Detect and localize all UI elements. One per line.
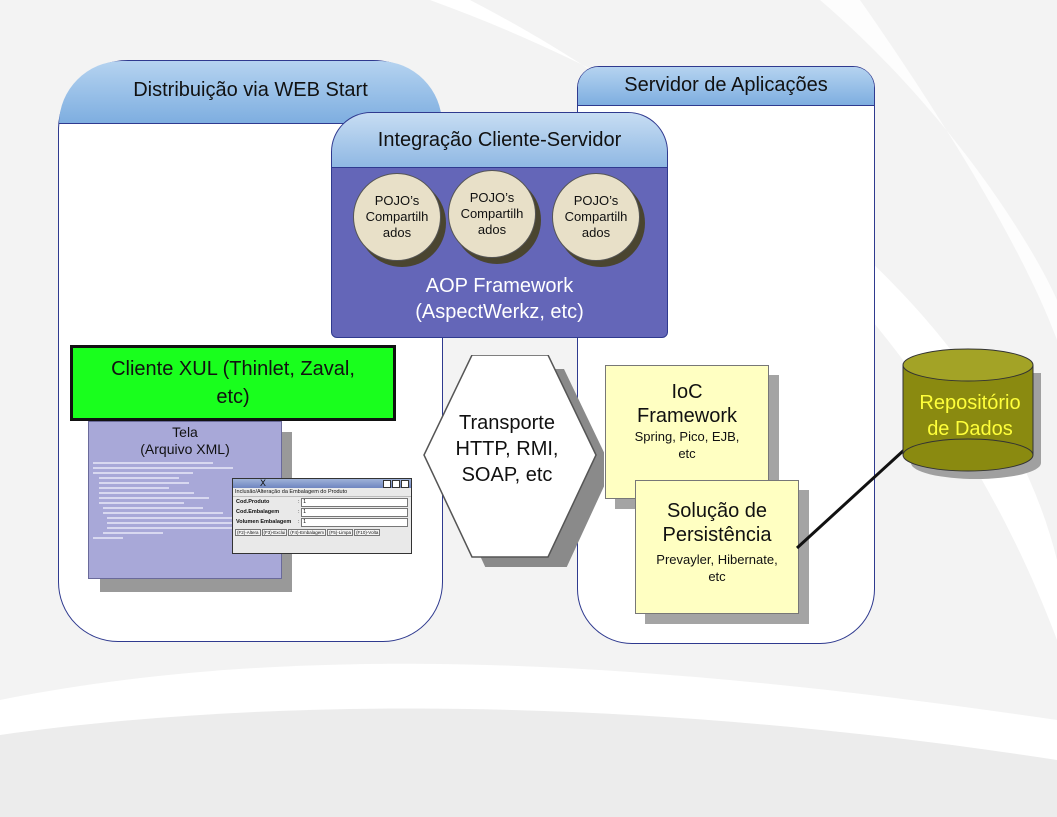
ioc-framework-box: IoC Framework Spring, Pico, EJB, etc [605,365,769,499]
transport-double-arrow [423,355,604,567]
transport-label: Transporte HTTP, RMI, SOAP, etc [455,412,559,486]
xml-code-lines [89,462,281,539]
tela-title: Tela (Arquivo XML) [140,424,230,457]
aop-framework-label: AOP Framework (AspectWerkz, etc) [415,275,584,323]
embalagem-input[interactable]: 1 [301,507,408,517]
xul-client-box: Cliente XUL (Thinlet, Zaval,etc) [70,345,396,421]
minimize-icon[interactable] [383,480,391,488]
web-start-header: Distribuição via WEB Start [59,61,442,124]
embalagem-button[interactable]: (F4)-Embalagem [288,529,327,536]
produto-input[interactable]: 1 [301,497,408,507]
x-logo-icon: Ⅹ [259,478,267,488]
application-server-header: Servidor de Aplicações [578,67,874,106]
exclui-button[interactable]: (F3)-Exclui [261,529,288,536]
maximize-icon[interactable] [392,480,400,488]
embalagem-dialog-window: Ⅹ Inclusão/Alteração da Embalagem do Pro… [232,478,412,554]
field-row-embalagem: Cod.Embalagem: 1 [233,507,411,517]
dialog-buttons: (F2)-Altera (F3)-Exclui (F4)-Embalagem (… [233,527,411,538]
database-label: Repositório de Dados [919,392,1021,440]
field-row-produto: Cod.Produto: 1 [233,497,411,507]
dialog-title: Inclusão/Alteração da Embalagem do Produ… [233,488,411,497]
dialog-titlebar: Ⅹ [233,479,411,488]
persistence-box: Solução de Persistência Prevayler, Hiber… [635,480,799,614]
altera-button[interactable]: (F2)-Altera [235,529,261,536]
volta-button[interactable]: (F10)-Volta [354,529,381,536]
close-icon[interactable] [401,480,409,488]
field-row-volumen: Volumen Embalagem: 1 [233,517,411,527]
volumen-input[interactable]: 1 [301,517,408,527]
integration-header: Integração Cliente-Servidor [332,113,667,168]
limpa-button[interactable]: (F5)-Limpa [327,529,354,536]
